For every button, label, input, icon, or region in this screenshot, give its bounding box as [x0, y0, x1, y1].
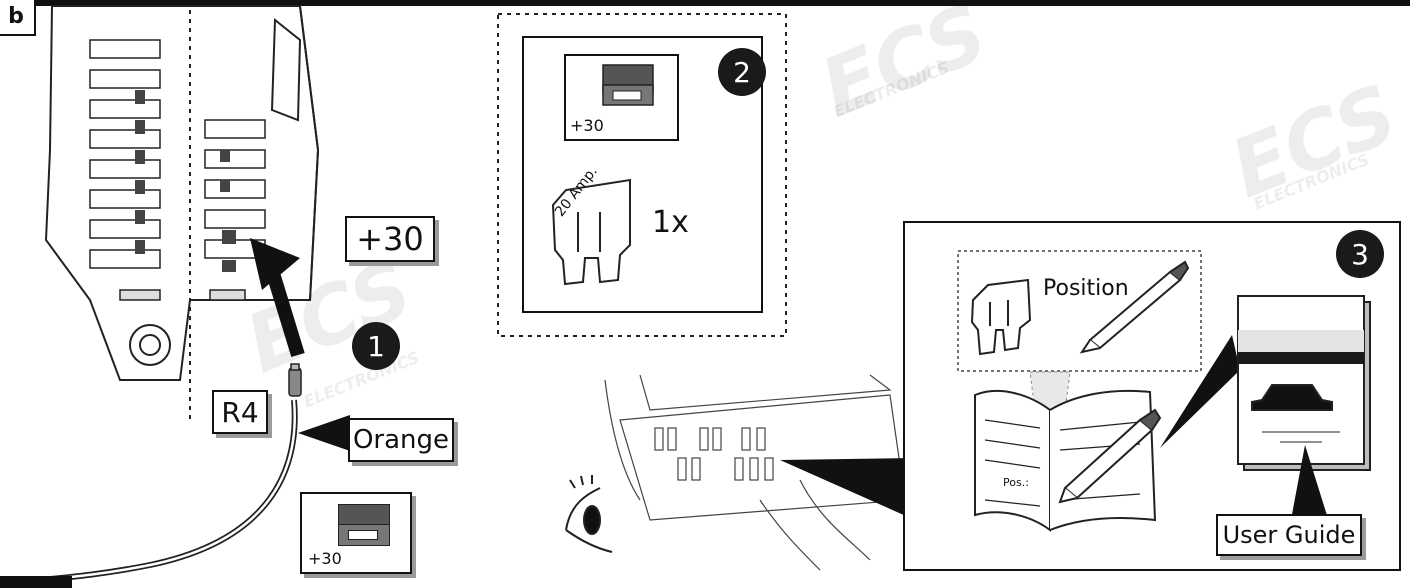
pen-icon [1079, 260, 1190, 354]
user-guide-booklet-icon [1237, 295, 1371, 471]
step1-relay-card: +30 [300, 492, 412, 574]
orange-pointer [298, 415, 350, 451]
corner-tag: b [0, 0, 36, 36]
fuse-box-illustration [44, 5, 320, 381]
wire-color-label: Orange [348, 418, 454, 462]
guide-pointer [1290, 445, 1330, 525]
position-fuse-icon [970, 278, 1032, 356]
step2-dashed-frame [497, 13, 787, 337]
writing-pen-icon [1058, 408, 1162, 504]
connector-r4-label: R4 [212, 390, 268, 434]
zoom-callout [780, 458, 915, 520]
terminal-connector [288, 363, 302, 397]
step1-badge: 1 [352, 322, 400, 370]
pos-field-label: Pos.: [1003, 476, 1029, 489]
step2-relay-icon [564, 54, 679, 141]
eye-icon [565, 475, 613, 553]
wire-end [0, 576, 72, 588]
blade-fuse-icon [551, 178, 631, 286]
open-manual-illustration [974, 389, 1157, 532]
user-guide-label: User Guide [1216, 514, 1362, 556]
insert-arrow [250, 238, 305, 358]
terminal-30-label: +30 [345, 216, 435, 262]
wire-harness [39, 399, 298, 583]
step1-relay-label: +30 [308, 549, 342, 568]
step2-badge: 2 [718, 48, 766, 96]
dashboard-fuse-panel [604, 374, 906, 571]
guide-callout [1160, 335, 1240, 448]
position-label: Position [1043, 276, 1129, 301]
step3-badge: 3 [1336, 230, 1384, 278]
step2-relay-label: +30 [570, 116, 604, 135]
quantity-label: 1x [652, 205, 689, 240]
relay-icon [338, 504, 390, 546]
